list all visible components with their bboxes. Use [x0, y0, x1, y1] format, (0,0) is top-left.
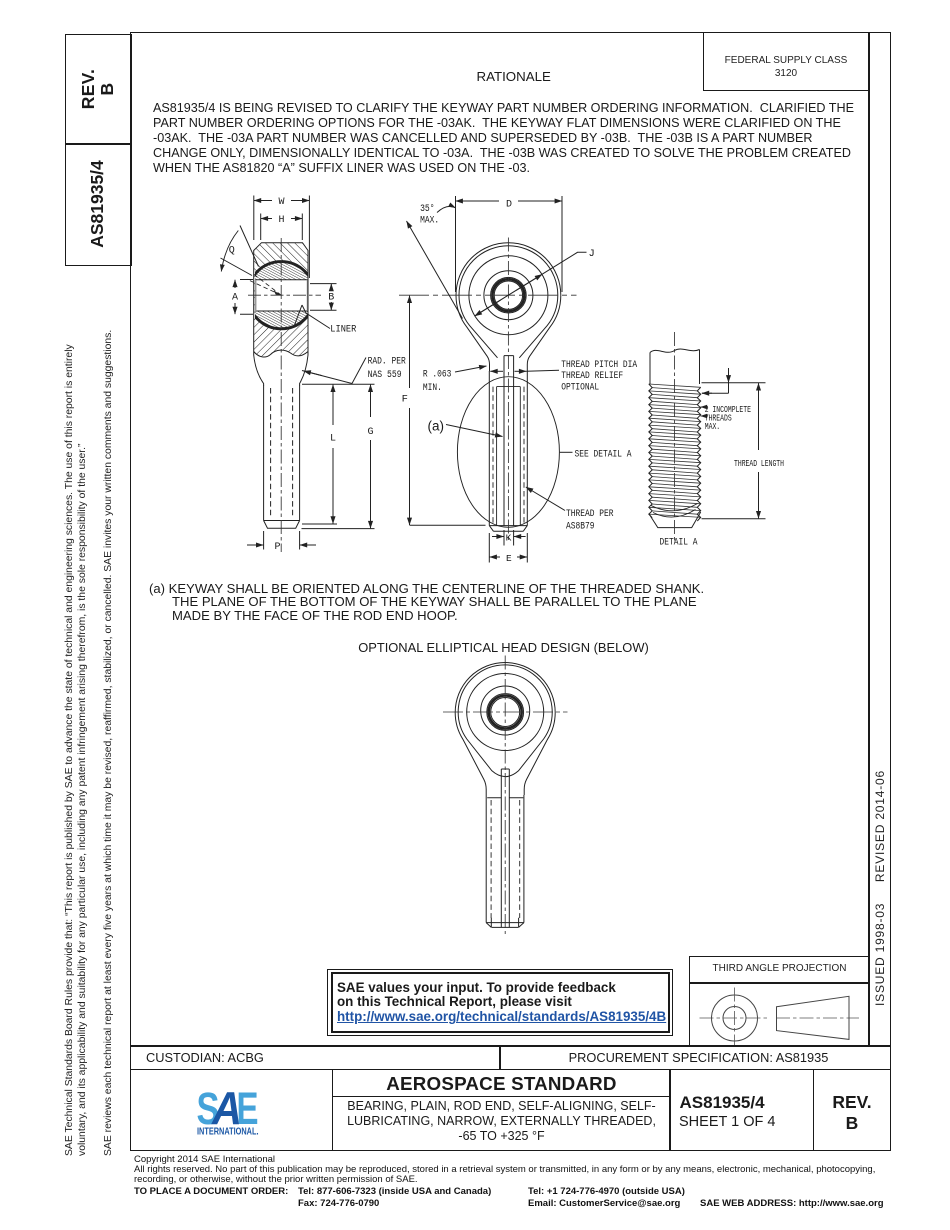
svg-text:D: D — [506, 199, 512, 210]
svg-text:THREAD RELIEF: THREAD RELIEF — [561, 370, 623, 382]
svg-text:G: G — [367, 427, 373, 438]
svg-text:THREAD PITCH DIA: THREAD PITCH DIA — [561, 359, 638, 371]
svg-text:MAX.: MAX. — [420, 214, 439, 226]
svg-text:LINER: LINER — [330, 325, 356, 336]
svg-text:B: B — [328, 293, 334, 304]
svg-text:S: S — [197, 1083, 220, 1134]
svg-text:AS8B79: AS8B79 — [566, 520, 595, 532]
svg-text:Q: Q — [229, 246, 235, 257]
svg-text:W: W — [278, 197, 284, 208]
svg-text:L: L — [330, 434, 336, 445]
svg-text:DETAIL A: DETAIL A — [660, 537, 699, 549]
svg-text:MAX.: MAX. — [705, 421, 721, 432]
svg-text:INTERNATIONAL.: INTERNATIONAL. — [197, 1127, 259, 1138]
svg-text:THREAD LENGTH: THREAD LENGTH — [734, 458, 784, 469]
svg-text:NAS 559: NAS 559 — [368, 369, 402, 381]
svg-text:SEE DETAIL A: SEE DETAIL A — [575, 448, 633, 460]
svg-text:F: F — [402, 394, 408, 406]
svg-text:E: E — [237, 1083, 259, 1134]
svg-text:A: A — [232, 292, 238, 303]
svg-text:R .063: R .063 — [423, 369, 452, 381]
svg-text:P: P — [274, 542, 280, 553]
svg-text:K: K — [506, 532, 512, 543]
svg-text:MIN.: MIN. — [423, 382, 442, 394]
svg-text:RAD. PER: RAD. PER — [368, 356, 407, 368]
svg-text:35°: 35° — [420, 203, 435, 215]
svg-text:J: J — [589, 248, 595, 260]
svg-text:THREAD PER: THREAD PER — [566, 508, 614, 520]
svg-text:2 INCOMPLETE: 2 INCOMPLETE — [705, 404, 751, 415]
svg-text:OPTIONAL: OPTIONAL — [561, 382, 599, 394]
svg-text:A: A — [211, 1082, 242, 1134]
svg-text:E: E — [506, 553, 512, 564]
svg-text:THREADS: THREADS — [705, 413, 732, 424]
svg-text:(a): (a) — [428, 418, 445, 433]
svg-text:H: H — [278, 215, 284, 226]
